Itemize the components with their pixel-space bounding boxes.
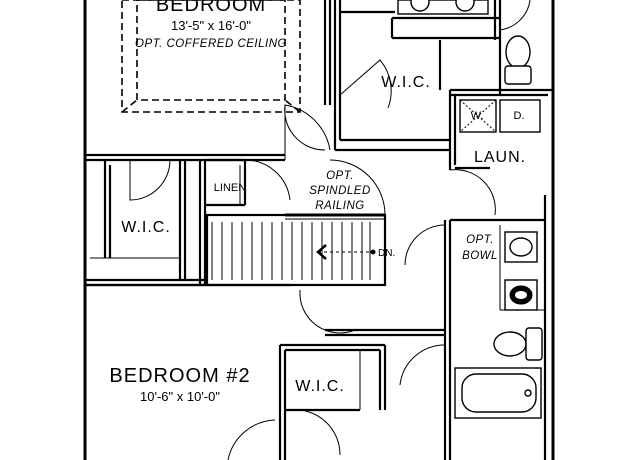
stairs xyxy=(211,222,376,280)
sink-icon xyxy=(504,231,538,263)
burner-icon xyxy=(455,0,475,12)
coffered-ceiling xyxy=(121,0,301,113)
bowl-note-line2: BOWL xyxy=(462,250,498,262)
wic-top-label: W.I.C. xyxy=(381,74,431,91)
railing-note-line3: RAILING xyxy=(315,200,365,212)
room-labels: BEDROOM 13'-5" x 16'-0" OPT. COFFERED CE… xyxy=(109,0,526,404)
coffered-ceiling-note: OPT. COFFERED CEILING xyxy=(135,38,287,50)
toilet-icon xyxy=(504,35,532,85)
fixtures xyxy=(397,0,543,419)
burner-icon xyxy=(410,0,430,12)
bathtub-icon xyxy=(454,367,542,419)
railing-note-line1: OPT. xyxy=(326,170,354,182)
bedroom2-dimensions: 10'-6" x 10'-0" xyxy=(140,389,220,404)
dryer-icon xyxy=(499,99,541,133)
bedroom-label: BEDROOM xyxy=(156,0,266,16)
dryer-label: D. xyxy=(514,110,525,122)
walls xyxy=(83,0,555,460)
stairs-down-label: DN. xyxy=(378,248,395,259)
washer-label: W. xyxy=(471,110,484,122)
toilet-icon xyxy=(493,327,543,361)
linen-label: LINEN xyxy=(214,182,246,194)
laundry-label: LAUN. xyxy=(474,149,526,166)
bowl-note-line1: OPT. xyxy=(466,234,494,246)
wic-bottom-label: W.I.C. xyxy=(295,378,345,395)
door-swings xyxy=(129,0,531,460)
railing-note-line2: SPINDLED xyxy=(309,185,371,197)
bedroom-dimensions: 13'-5" x 16'-0" xyxy=(171,18,251,33)
sink-icon xyxy=(504,279,538,311)
stair-arrow-icon xyxy=(316,244,327,260)
wic-left-label: W.I.C. xyxy=(121,219,171,236)
bedroom2-label: BEDROOM #2 xyxy=(109,365,250,387)
